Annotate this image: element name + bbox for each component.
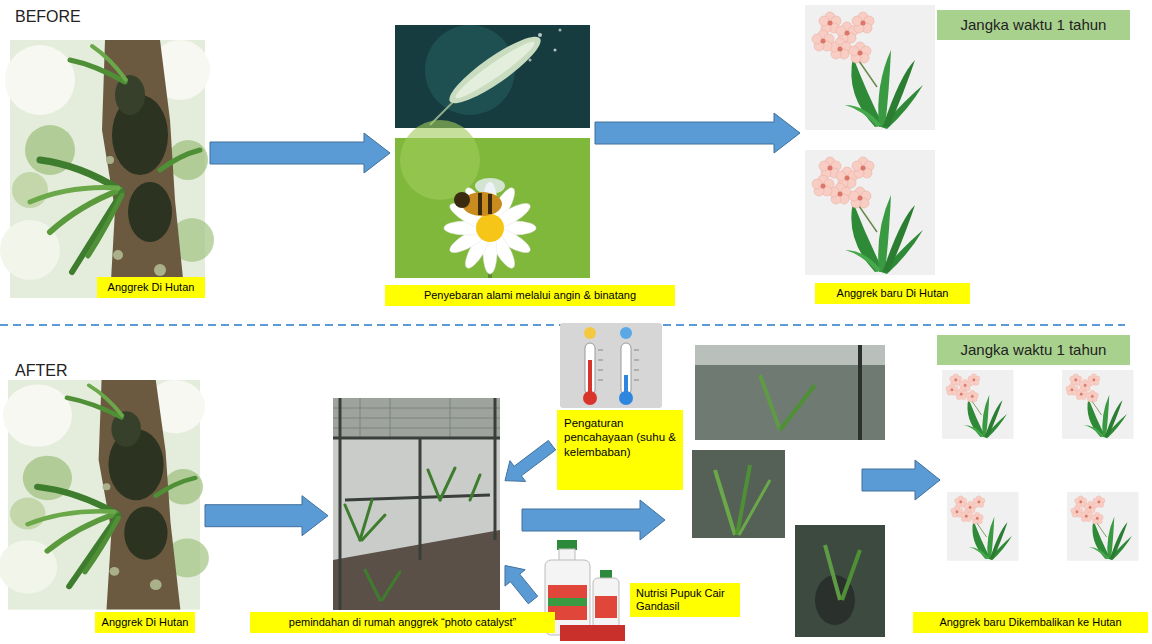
box-text: Jangka waktu 1 tahun — [961, 16, 1107, 34]
period-box: Jangka waktu 1 tahun — [937, 335, 1130, 365]
illustration-card: Anggrek baru Di Hutan — [805, 5, 935, 275]
photo-card: Anggrek Di Hutan — [10, 40, 205, 298]
fertilizer-bottles — [545, 540, 625, 641]
box-text: Pengaturan pencahayaan (suhu & kelembaba… — [564, 416, 676, 459]
flow-arrow — [595, 113, 800, 153]
section-label: AFTER — [15, 362, 67, 380]
flow-arrow — [505, 440, 556, 481]
illustration-card: Anggrek baru Dikembalikan ke Hutan — [940, 368, 1140, 560]
period-box: Jangka waktu 1 tahun — [937, 10, 1130, 40]
caption-label: Anggrek Di Hutan — [95, 612, 195, 633]
greenhouse-photo — [333, 398, 500, 610]
orchid-drawing — [805, 5, 1139, 561]
caption-label: Penyebaran alami melalui angin & binatan… — [385, 285, 675, 306]
forest-photo — [0, 40, 214, 610]
note-box: Pengaturan pencahayaan (suhu & kelembaba… — [557, 410, 683, 490]
caption-label: Anggrek Di Hutan — [97, 277, 205, 298]
flow-arrow — [505, 565, 538, 603]
thermometer-icon — [560, 323, 662, 408]
photo-card: Penyebaran alami melalui angin & binatan… — [395, 25, 590, 278]
product-card: Nutrisi Pupuk Cair Gandasil — [538, 540, 740, 640]
flow-arrow — [205, 496, 328, 536]
photo-card: pemindahan di rumah anggrek “photo catal… — [333, 398, 500, 610]
photo-card: Anggrek Di Hutan — [8, 380, 200, 610]
flow-arrow — [210, 133, 390, 173]
box-text: Jangka waktu 1 tahun — [961, 341, 1107, 359]
bee-photo — [395, 120, 590, 278]
seed-photo — [395, 25, 590, 128]
caption-label: Anggrek baru Di Hutan — [815, 283, 970, 304]
section-label: BEFORE — [15, 8, 81, 26]
caption-label: Anggrek baru Dikembalikan ke Hutan — [913, 612, 1148, 633]
caption-label: pemindahan di rumah anggrek “photo catal… — [250, 612, 555, 633]
caption-label: Nutrisi Pupuk Cair Gandasil — [630, 583, 740, 617]
